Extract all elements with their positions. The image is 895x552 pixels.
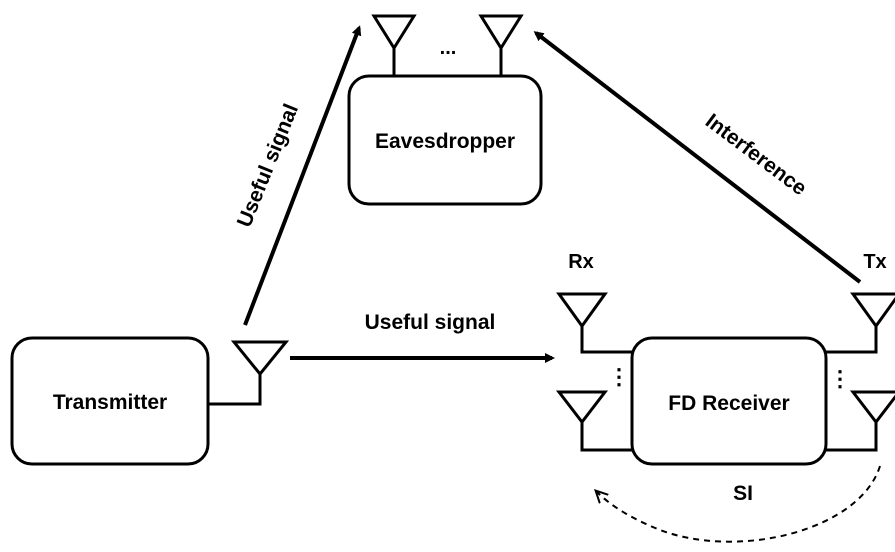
useful-signal-label-horizontal: Useful signal [365,311,496,334]
transmitter-label: Transmitter [53,391,167,414]
rx-antenna-wire-bottom [580,422,632,452]
tx-antenna-ellipsis: ⋮ [829,366,851,391]
useful-signal-label-diagonal: Useful signal [233,101,303,231]
rx-antenna-wire-top [580,326,632,354]
eavesdropper-box [347,74,543,206]
useful-signal-arrow-to-eavesdropper [243,25,362,326]
antenna-icon [849,390,895,425]
interference-label: Interference [701,109,811,200]
transmitter-box [10,336,210,466]
rx-antenna-ellipsis: ⋮ [608,364,630,389]
self-interference-label: SI [733,482,753,505]
self-interference-arrow [597,465,881,543]
transmitter-antenna-wire [208,374,262,406]
antenna-icon [850,292,895,329]
eavesdropper-node: Eavesdropper ... [347,14,543,206]
eavesdropper-antenna-ellipsis: ... [440,37,457,59]
antenna-icon [478,14,524,51]
antenna-icon [371,14,417,51]
interference-arrow [533,31,862,284]
eavesdropper-label: Eavesdropper [375,130,515,153]
rx-label: Rx [568,251,594,273]
antenna-icon [556,292,608,329]
antenna-icon [555,390,609,425]
fd-receiver-box [630,336,828,466]
tx-antenna-wire-top [826,326,878,354]
fd-receiver-node: FD Receiver Rx ⋮ Tx ⋮ [555,251,895,466]
transmitter-node: Transmitter [10,336,290,466]
fd-receiver-label: FD Receiver [668,392,789,415]
tx-label: Tx [863,251,886,273]
tx-antenna-wire-bottom [826,422,878,452]
antenna-icon [230,340,290,377]
